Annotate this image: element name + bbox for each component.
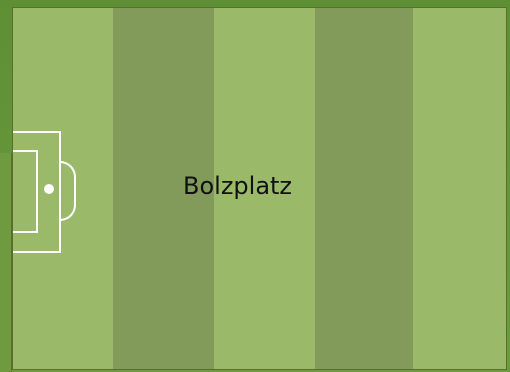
pitch-stripe-light: [413, 8, 507, 369]
goal-area: [13, 150, 38, 233]
pitch-name-label: Bolzplatz: [183, 171, 292, 201]
penalty-spot: [44, 184, 54, 194]
penalty-arc: [60, 161, 76, 221]
pitch-side-edge: [0, 153, 12, 372]
pitch-stripe-dark: [315, 8, 413, 369]
football-pitch: Bolzplatz: [12, 7, 507, 370]
